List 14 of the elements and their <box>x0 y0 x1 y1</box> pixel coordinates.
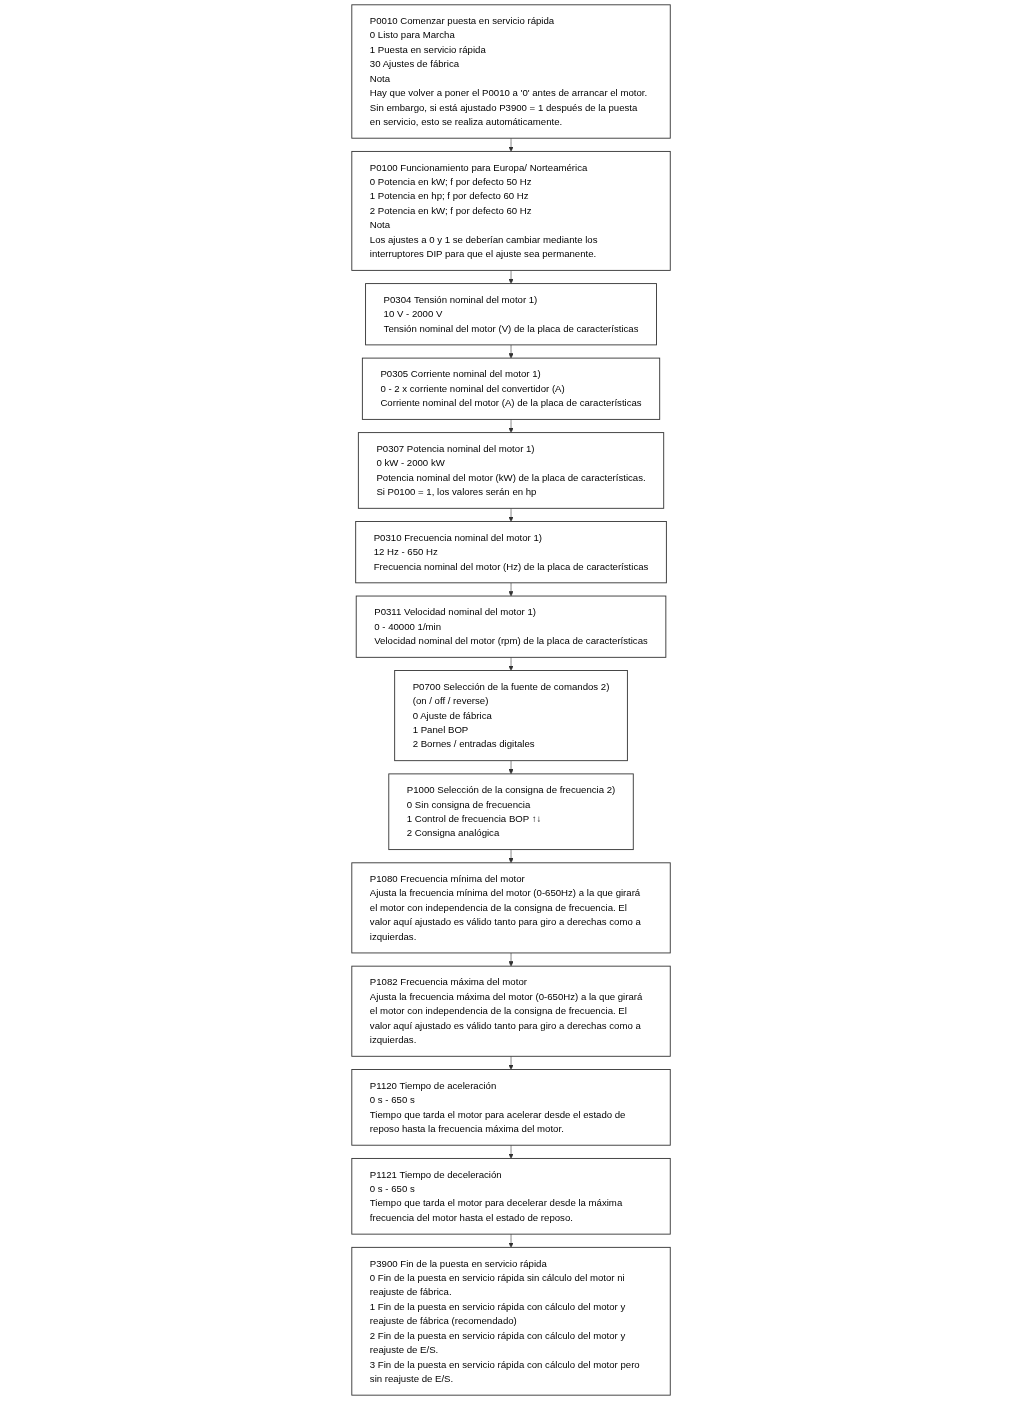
node-box: P1121 Tiempo de deceleración 0 s - 650 s Tiempo que tarda el motor para decelerar desde la máxima frecuencia del motor hasta el estado de reposo. <box>351 1158 671 1235</box>
node-box: P0307 Potencia nominal del motor 1) 0 kW - 2000 kW Potencia nominal del motor (kW) de la placa de características. Si P0100 = 1, los valores serán en hp <box>357 432 665 509</box>
node-box: P1082 Frecuencia máxima del motor Ajusta la frecuencia máxima del motor (0-650Hz) a la que girará el motor con independencia de la consigna de frecuencia. El valor aquí ajustado es válido tanto para giro a derechas como a izquierdas. <box>351 965 671 1057</box>
node-box: P0700 Selección de la fuente de comandos 2) (on / off / reverse) 0 Ajuste de fábrica 1 Panel BOP 2 Bornes / entradas digitales <box>394 670 628 762</box>
node-box: P0305 Corriente nominal del motor 1) 0 - 2 x corriente nominal del convertidor (A) Corriente nominal del motor (A) de la placa de características <box>361 357 661 420</box>
node-box: P1120 Tiempo de aceleración 0 s - 650 s Tiempo que tarda el motor para acelerar desde el estado de reposo hasta la frecuencia máxima del motor. <box>351 1069 671 1146</box>
node-box: P3900 Fin de la puesta en servicio rápida 0 Fin de la puesta en servicio rápida sin cálculo del motor ni reajuste de fábrica. 1 Fin de la puesta en servicio rápida con cálculo del motor y reajuste de fábrica (recomendado) 2 Fin de la puesta en servicio rápida con cálculo del motor y reajuste de E/S. 3 Fin de la puesta en servicio rápida con cálculo del motor pero sin reajuste de E/S. <box>351 1246 671 1396</box>
node-box: P0310 Frecuencia nominal del motor 1) 12 Hz - 650 Hz Frecuencia nominal del motor (Hz) de la placa de características <box>355 521 667 584</box>
node-box: P0010 Comenzar puesta en servicio rápida 0 Listo para Marcha 1 Puesta en servicio rápida 30 Ajustes de fábrica Nota Hay que volver a poner el P0010 a '0' antes de arrancar el motor. Sin embargo, si está ajustado P3900 = 1 después de la puesta en servicio, esto se realiza automáticamente. <box>351 4 671 139</box>
node-box: P0304 Tensión nominal del motor 1) 10 V - 2000 V Tensión nominal del motor (V) de la placa de características <box>365 283 657 346</box>
node-box: P1080 Frecuencia mínima del motor Ajusta la frecuencia mínima del motor (0-650Hz) a la que girará el motor con independencia de la consigna de frecuencia. El valor aquí ajustado es válido tanto para giro a derechas como a izquierdas. <box>351 862 671 954</box>
node-box: P0100 Funcionamiento para Europa/ Norteamérica 0 Potencia en kW; f por defecto 50 Hz 1 Potencia en hp; f por defecto 60 Hz 2 Potencia en kW; f por defecto 60 Hz Nota Los ajustes a 0 y 1 se deberían cambiar mediante los interruptores DIP para que el ajuste sea permanente. <box>351 150 671 271</box>
node-box: P0311 Velocidad nominal del motor 1) 0 - 40000 1/min Velocidad nominal del motor (rpm) de la placa de características <box>355 595 667 658</box>
node-box: P1000 Selección de la consigna de frecuencia 2) 0 Sin consigna de frecuencia 1 Control de frecuencia BOP ↑↓ 2 Consigna analógica <box>388 773 634 851</box>
